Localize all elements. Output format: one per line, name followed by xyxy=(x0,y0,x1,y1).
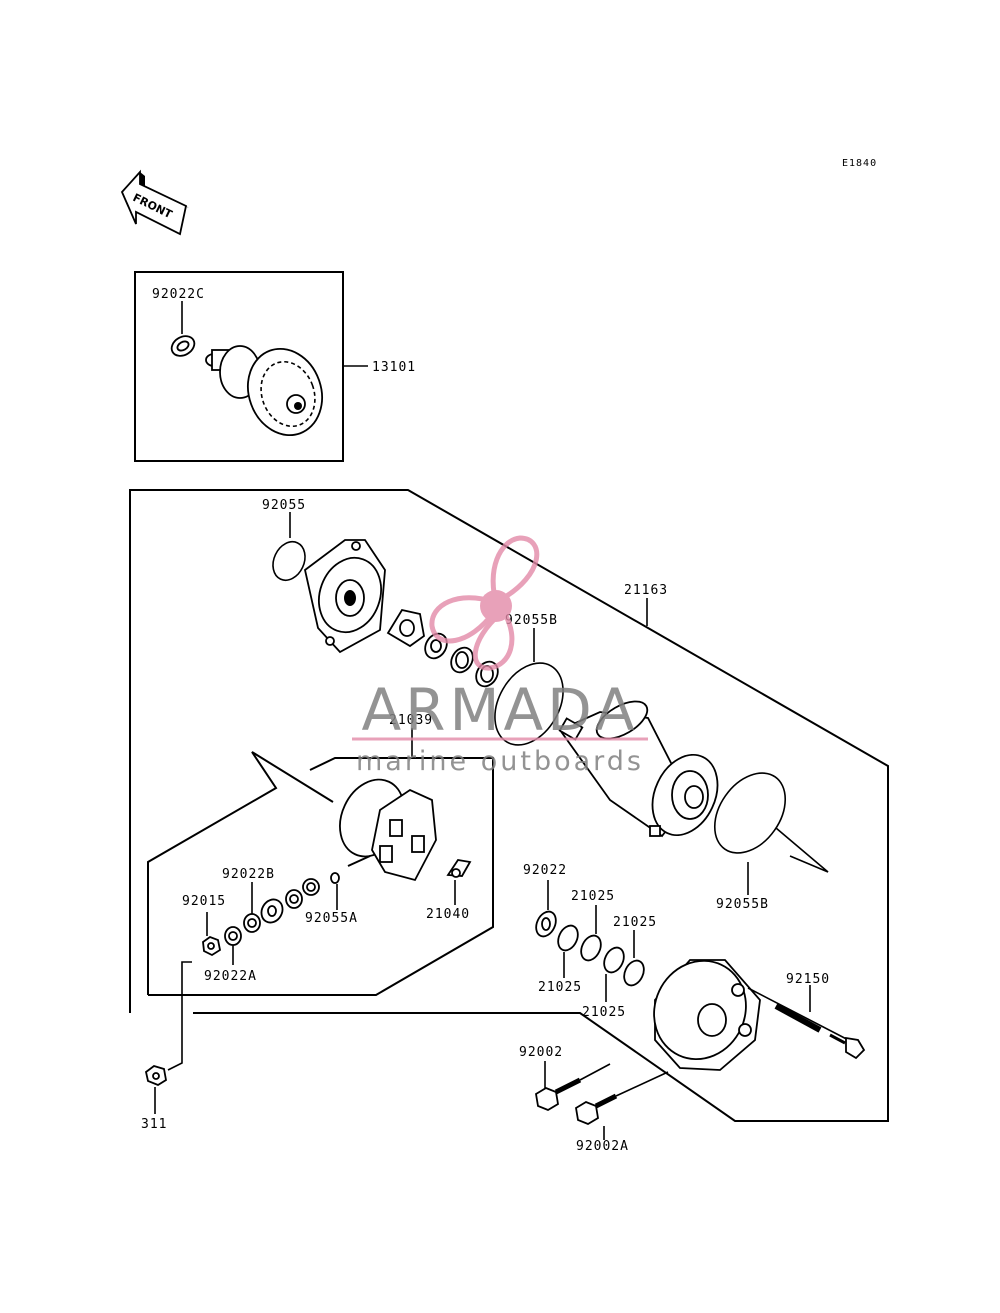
label-92055b-right: 92055B xyxy=(716,897,769,912)
front-cover-icon xyxy=(303,539,386,654)
label-92022a: 92022A xyxy=(204,969,257,984)
bolt-92002a-icon xyxy=(575,1071,669,1126)
o-ring-92055b-right-icon xyxy=(713,772,787,854)
label-92002: 92002 xyxy=(519,1045,563,1060)
label-92055: 92055 xyxy=(262,498,306,513)
diagram-code: E1840 xyxy=(842,158,877,169)
label-21163: 21163 xyxy=(624,583,668,598)
yoke-icon xyxy=(558,700,719,838)
label-92055b-top: 92055B xyxy=(505,613,558,628)
armada-logo-icon xyxy=(429,535,540,671)
label-92022b: 92022B xyxy=(222,867,275,882)
label-92055a: 92055A xyxy=(305,911,358,926)
label-21025-d: 21025 xyxy=(582,1005,626,1020)
label-21025-c: 21025 xyxy=(538,980,582,995)
label-21039: 21039 xyxy=(389,713,433,728)
label-92022: 92022 xyxy=(523,863,567,878)
label-92015: 92015 xyxy=(182,894,226,909)
starter-clutch-icon xyxy=(205,345,323,437)
shim-21025-d-icon xyxy=(623,959,645,987)
o-ring-92055-icon xyxy=(272,540,306,582)
o-ring-92055b-top-icon xyxy=(494,662,564,746)
label-21025-b: 21025 xyxy=(613,915,657,930)
label-92022c: 92022C xyxy=(152,287,205,302)
front-arrow-icon: FRONT xyxy=(120,169,189,236)
motor-assembly-outline xyxy=(129,489,889,1122)
watermark-brand: ARMADA xyxy=(361,676,638,744)
label-92002a: 92002A xyxy=(576,1139,629,1154)
brush-holder-box xyxy=(147,728,494,996)
label-21040: 21040 xyxy=(426,907,470,922)
starter-clutch-box xyxy=(134,271,368,462)
shim-21025-c-icon xyxy=(603,946,625,974)
watermark-tagline: marine outboards xyxy=(356,746,644,777)
label-92150: 92150 xyxy=(786,972,830,987)
rear-cover-icon xyxy=(653,959,761,1071)
shim-21025-b-icon xyxy=(580,934,602,962)
through-bolt-icon xyxy=(747,987,866,1060)
bolt-92002-icon xyxy=(535,1063,611,1112)
brush-holder-icon xyxy=(339,778,437,882)
label-21025-a: 21025 xyxy=(571,889,615,904)
label-13101: 13101 xyxy=(372,360,416,375)
o-ring-92055a-icon xyxy=(330,872,340,884)
shim-21025-a-icon xyxy=(557,924,579,952)
label-311: 311 xyxy=(141,1117,167,1132)
